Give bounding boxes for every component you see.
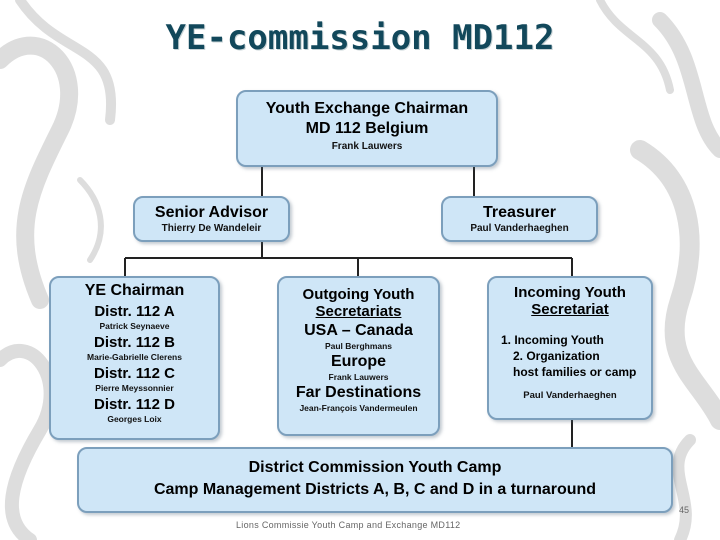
destination-secretary: Frank Lauwers	[279, 372, 438, 382]
district-label: Distr. 112 D	[51, 396, 218, 413]
district-heading: YE Chairman	[85, 282, 185, 299]
outgoing-subheading: Secretariats	[279, 303, 438, 320]
chairman-name: Frank Lauwers	[238, 141, 496, 152]
district-chairman-name: Patrick Seynaeve	[51, 321, 218, 331]
destination-secretary: Jean-François Vandermeulen	[279, 403, 438, 413]
slide-footer: Lions Commissie Youth Camp and Exchange …	[236, 520, 460, 530]
incoming-heading: Incoming Youth	[489, 284, 651, 301]
outgoing-secretariats-box: Outgoing Youth Secretariats USA – Canada…	[277, 276, 440, 436]
district-label: Distr. 112 B	[51, 334, 218, 351]
chairman-title: Youth Exchange Chairman	[238, 100, 496, 118]
destination-label: Far Destinations	[279, 384, 438, 402]
destination-label: Europe	[279, 353, 438, 371]
treasurer-role: Treasurer	[443, 204, 596, 222]
senior-advisor-name: Thierry De Wandeleir	[135, 223, 288, 234]
camp-management-text: Camp Management Districts A, B, C and D …	[79, 481, 671, 499]
youth-exchange-chairman-box: Youth Exchange Chairman MD 112 Belgium F…	[236, 90, 498, 167]
incoming-task-list: 1. Incoming Youth 2. Organization host f…	[489, 332, 651, 380]
district-label: Distr. 112 C	[51, 365, 218, 382]
senior-advisor-box: Senior Advisor Thierry De Wandeleir	[133, 196, 290, 242]
treasurer-name: Paul Vanderhaeghen	[443, 223, 596, 234]
incoming-secretariat-box: Incoming Youth Secretariat 1. Incoming Y…	[487, 276, 653, 420]
destination-secretary: Paul Berghmans	[279, 341, 438, 351]
outgoing-heading: Outgoing Youth	[279, 286, 438, 303]
incoming-secretary-name: Paul Vanderhaeghen	[489, 390, 651, 401]
incoming-task-2-detail: host families or camp	[501, 364, 651, 380]
district-chairman-name: Georges Loix	[51, 414, 218, 424]
senior-advisor-role: Senior Advisor	[135, 204, 288, 222]
treasurer-box: Treasurer Paul Vanderhaeghen	[441, 196, 598, 242]
chairman-district: MD 112 Belgium	[238, 120, 496, 138]
incoming-subheading: Secretariat	[489, 301, 651, 318]
incoming-task-1: 1. Incoming Youth	[501, 332, 651, 348]
camp-commission-title: District Commission Youth Camp	[79, 459, 671, 477]
page-number: 45	[679, 505, 689, 515]
district-chairman-name: Marie-Gabrielle Clerens	[51, 352, 218, 362]
district-chairman-name: Pierre Meyssonnier	[51, 383, 218, 393]
incoming-task-2: 2. Organization	[501, 348, 651, 364]
district-label: Distr. 112 A	[51, 303, 218, 320]
youth-camp-commission-box: District Commission Youth Camp Camp Mana…	[77, 447, 673, 513]
destination-label: USA – Canada	[279, 322, 438, 340]
district-chairmen-box: YE Chairman Distr. 112 A Patrick Seynaev…	[49, 276, 220, 440]
